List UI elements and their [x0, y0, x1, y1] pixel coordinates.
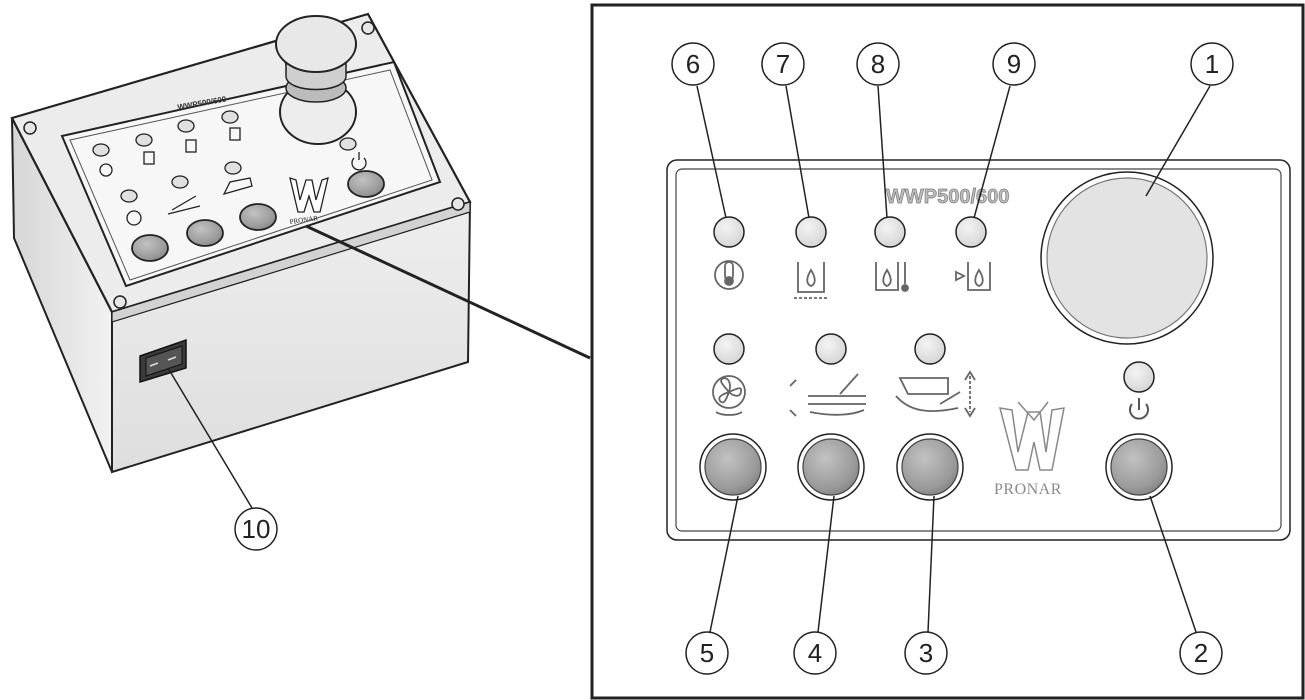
tray-button[interactable]: [797, 433, 865, 501]
callout-4: 4: [793, 631, 837, 675]
lamp-conveyor: [914, 333, 946, 365]
leader-line-7: [785, 85, 810, 219]
lamp-tray: [815, 333, 847, 365]
callout-8-label: 8: [871, 49, 885, 79]
callout-1-label: 1: [1205, 49, 1219, 79]
conveyor-lift-icon: [895, 370, 976, 418]
zoom-leader-line: [305, 224, 591, 360]
buttons: [699, 433, 1173, 501]
leader-line-2: [1149, 495, 1197, 633]
callout-2: 2: [1179, 631, 1223, 675]
box-brand-label: PRONAR: [289, 214, 319, 226]
screw-icon: [361, 21, 375, 35]
leader-line-5: [709, 495, 739, 633]
leader-lines: [696, 85, 1211, 633]
leader-line-6: [696, 85, 727, 219]
rocker-switch: [139, 338, 187, 384]
lamp-8: [874, 216, 906, 248]
callout-4-label: 4: [808, 638, 822, 668]
box-panel-sticker-border: [69, 69, 433, 281]
brand-label: PRONAR: [994, 481, 1062, 498]
callout-9: 9: [992, 42, 1036, 86]
leader-line-10: [167, 367, 253, 509]
callout-2-label: 2: [1194, 638, 1208, 668]
callout-10: 10: [234, 507, 278, 551]
callout-3-label: 3: [919, 638, 933, 668]
leader-line-4: [817, 495, 835, 633]
callout-9-label: 9: [1007, 49, 1021, 79]
screw-icon: [451, 197, 465, 211]
indicator-lamps-row-2: [713, 333, 1155, 393]
box-brand-logo: PRONAR: [289, 177, 329, 226]
tank-valve-icon: [955, 262, 991, 291]
tray-icon: [789, 373, 866, 417]
leader-line-8: [877, 85, 888, 219]
emergency-stop-knob[interactable]: [1040, 171, 1214, 345]
indicator-lamps-row-1: [713, 216, 987, 248]
lamp-7: [795, 216, 827, 248]
power-icon: [1129, 398, 1149, 420]
conveyor-button[interactable]: [896, 433, 964, 501]
lamp-6: [713, 216, 745, 248]
callout-1: 1: [1190, 42, 1234, 86]
callout-8: 8: [856, 42, 900, 86]
box-lamps: [92, 110, 357, 203]
lamp-power: [1123, 361, 1155, 393]
callout-7-label: 7: [776, 49, 790, 79]
screw-icon: [23, 121, 37, 135]
lamp-fan: [713, 333, 745, 365]
callout-3: 3: [904, 631, 948, 675]
tank-level-icon: [794, 262, 828, 299]
callout-10-label: 10: [242, 514, 271, 544]
control-box-3d: WWP500/600: [10, 12, 472, 474]
tank-temperature-icon: [875, 262, 909, 292]
callout-6: 6: [671, 42, 715, 86]
power-button[interactable]: [1105, 433, 1173, 501]
panel-model-label: WWP500/600: [886, 186, 1009, 208]
leader-line-9: [973, 85, 1011, 219]
callout-5-label: 5: [700, 638, 714, 668]
leader-line-1: [1145, 85, 1211, 197]
leader-line-3: [927, 495, 935, 633]
callout-7: 7: [761, 42, 805, 86]
fan-thermometer-icon: [714, 260, 744, 290]
box-icon-glyphs: [99, 127, 367, 226]
lamp-9: [955, 216, 987, 248]
fan-icon: [712, 375, 746, 416]
box-emergency-knob: [275, 15, 357, 145]
box-buttons: [131, 170, 385, 262]
fan-button[interactable]: [699, 433, 767, 501]
callout-6-label: 6: [686, 49, 700, 79]
box-lid-rim: [111, 201, 471, 323]
callout-5: 5: [685, 631, 729, 675]
brand-logo: PRONAR: [994, 401, 1065, 498]
screw-icon: [113, 295, 127, 309]
